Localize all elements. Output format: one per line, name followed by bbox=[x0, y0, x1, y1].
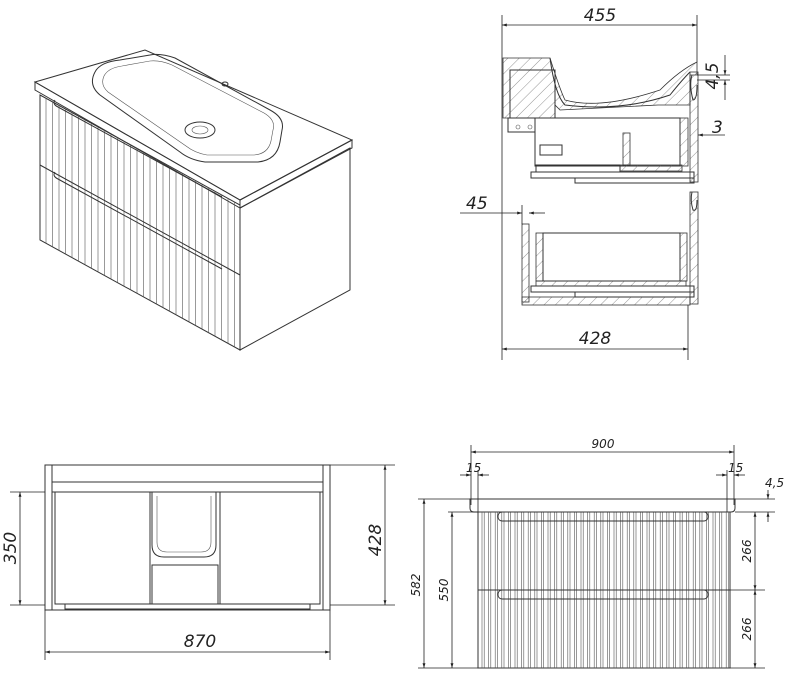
basin bbox=[91, 53, 283, 163]
dim-front-width: 900 bbox=[592, 437, 615, 451]
side-section-view: 455 4,5 3 45 bbox=[460, 6, 730, 360]
dim-side-wall: 3 bbox=[712, 118, 723, 138]
side-face bbox=[239, 147, 351, 351]
dim-back-width: 870 bbox=[184, 632, 216, 652]
dim-front-drawer-lower: 266 bbox=[740, 617, 754, 640]
dim-back-height: 428 bbox=[366, 524, 386, 557]
dim-side-offset: 45 bbox=[466, 194, 488, 214]
dim-front-drawer-upper: 266 bbox=[740, 539, 754, 562]
lower-handle bbox=[497, 589, 709, 600]
dim-front-left-margin: 15 bbox=[466, 461, 481, 475]
front-face bbox=[39, 94, 241, 351]
dim-front-right-margin: 15 bbox=[728, 461, 743, 475]
countertop-side-edge bbox=[239, 139, 353, 209]
dim-front-body-height: 550 bbox=[437, 578, 451, 601]
tap-hole-icon bbox=[221, 81, 229, 87]
dim-front-top-gap: 4,5 bbox=[765, 476, 784, 490]
upper-handle bbox=[497, 511, 709, 522]
siphon-cutout bbox=[151, 492, 217, 558]
countertop-top bbox=[33, 49, 354, 201]
upper-handle bbox=[53, 99, 223, 198]
lower-handle bbox=[53, 171, 223, 270]
countertop bbox=[469, 498, 736, 513]
front-view: 900 15 15 4,5 582 550 266 266 bbox=[409, 437, 784, 669]
dim-front-total-height: 582 bbox=[409, 574, 423, 597]
dim-side-depth: 428 bbox=[579, 329, 612, 349]
dim-side-sink-gap: 4,5 bbox=[703, 62, 723, 89]
isometric-view bbox=[33, 49, 354, 351]
dim-back-drawer-height: 350 bbox=[1, 532, 21, 564]
drawer-divider bbox=[39, 164, 241, 276]
dim-side-width: 455 bbox=[584, 6, 616, 26]
back-view: 350 428 870 bbox=[1, 464, 395, 660]
drain-icon bbox=[184, 121, 216, 139]
